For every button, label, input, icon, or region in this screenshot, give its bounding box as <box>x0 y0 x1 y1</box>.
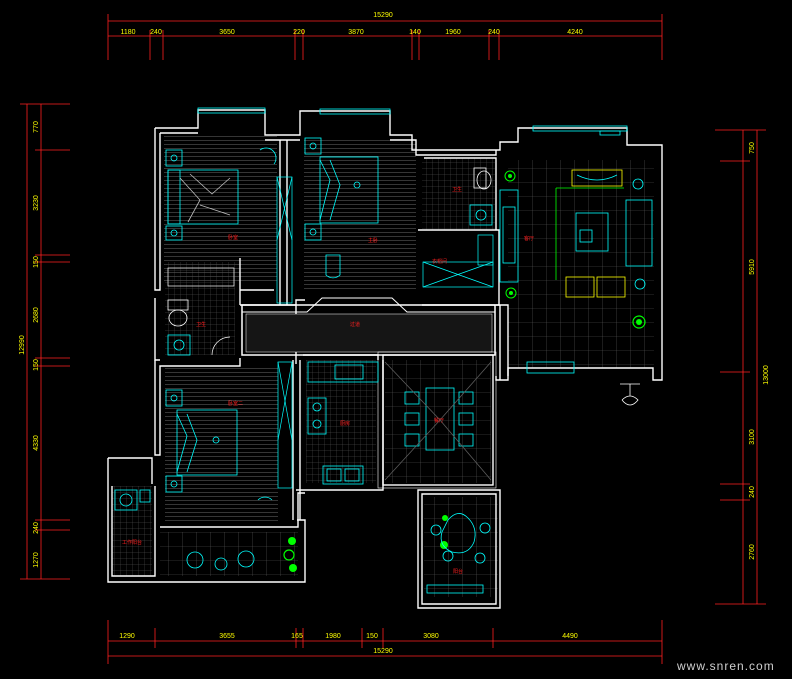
svg-text:2680: 2680 <box>33 307 40 323</box>
svg-text:140: 140 <box>409 29 421 36</box>
svg-text:750: 750 <box>749 142 756 154</box>
svg-text:1180: 1180 <box>120 29 135 36</box>
label-corridor: 过道 <box>350 321 360 328</box>
dim-bottom-total: 15290 <box>373 648 393 655</box>
svg-text:150: 150 <box>366 633 378 640</box>
bed-icon <box>165 147 277 241</box>
wardrobe-1 <box>276 176 293 304</box>
svg-text:2760: 2760 <box>749 544 756 560</box>
dim-right-total: 13000 <box>763 365 770 385</box>
sink-icon <box>167 334 191 356</box>
dimension-right <box>715 129 766 605</box>
living-floor <box>508 160 654 368</box>
label-cloakroom: 衣帽间 <box>432 258 447 265</box>
label-balcony: 阳台 <box>453 568 463 575</box>
svg-text:4490: 4490 <box>562 633 578 640</box>
terrace-floor <box>160 532 298 576</box>
svg-text:150: 150 <box>33 359 40 371</box>
svg-text:770: 770 <box>33 121 40 133</box>
dimension-left <box>20 103 70 580</box>
svg-text:1980: 1980 <box>325 633 341 640</box>
svg-text:4330: 4330 <box>33 435 40 451</box>
label-dining: 餐厅 <box>434 417 444 424</box>
dim-top-total: 15290 <box>373 12 393 19</box>
svg-text:220: 220 <box>293 29 305 36</box>
wardrobe-2 <box>277 361 293 489</box>
label-bedroom-3: 卧室二 <box>228 400 243 407</box>
dimension-left-text: 12990 770 3230 150 2680 150 4330 240 127… <box>19 121 40 568</box>
label-bathroom-1: 卫生 <box>196 321 206 328</box>
label-living: 客厅 <box>524 235 534 242</box>
dimension-right-text: 13000 750 5910 3100 240 2760 <box>749 142 770 560</box>
svg-text:240: 240 <box>150 29 162 36</box>
svg-text:3650: 3650 <box>219 29 235 36</box>
svg-text:1290: 1290 <box>119 633 135 640</box>
svg-text:165: 165 <box>291 633 303 640</box>
corridor-wall <box>241 304 496 356</box>
kitchen-floor <box>306 360 376 483</box>
dim-left-total: 12990 <box>19 335 26 355</box>
dimension-bottom <box>107 620 663 664</box>
label-utility: 工作阳台 <box>122 539 142 546</box>
dimension-top <box>107 14 663 60</box>
bed-icon <box>165 389 273 501</box>
dimension-top-text: 15290 1180 240 3650 220 3870 140 1960 24… <box>120 12 582 36</box>
dimension-bottom-text: 15290 1290 3655 165 1980 150 3080 4490 <box>119 633 578 655</box>
bathroom-1-floor <box>165 262 235 355</box>
stove-icon <box>307 361 379 485</box>
svg-text:3870: 3870 <box>348 29 364 36</box>
svg-text:4240: 4240 <box>567 29 583 36</box>
toilet-icon <box>473 167 492 190</box>
label-bathroom-2: 卫生 <box>452 186 462 193</box>
svg-text:240: 240 <box>488 29 500 36</box>
floor-fills <box>112 136 654 597</box>
svg-text:3080: 3080 <box>423 633 439 640</box>
bed-icon <box>304 137 379 279</box>
svg-text:1270: 1270 <box>33 552 40 568</box>
bedroom-3-floor <box>165 365 278 523</box>
svg-text:240: 240 <box>749 486 756 498</box>
cloakroom-shelves <box>422 234 494 288</box>
bedroom-1-floor <box>164 136 277 283</box>
svg-text:3100: 3100 <box>749 429 756 445</box>
balcony-floor <box>424 497 498 597</box>
svg-text:1960: 1960 <box>445 29 461 36</box>
bathroom-2-floor <box>422 158 495 230</box>
toilet-icon <box>167 299 189 327</box>
sink-icon <box>469 204 493 226</box>
svg-text:5910: 5910 <box>749 259 756 275</box>
svg-text:240: 240 <box>33 522 40 534</box>
washing-machine-icon <box>114 489 151 511</box>
label-kitchen: 厨房 <box>340 420 350 427</box>
windows <box>197 107 628 594</box>
dining-table-icon <box>384 361 492 481</box>
balcony-table <box>430 513 491 564</box>
bedroom-2-floor <box>304 137 416 290</box>
sofa-icon <box>565 169 626 298</box>
svg-text:3230: 3230 <box>33 195 40 211</box>
label-bedroom-2: 主卧 <box>368 237 378 244</box>
terrace-chairs <box>186 550 255 571</box>
svg-text:3655: 3655 <box>219 633 235 640</box>
watermark: www.snren.com <box>676 659 775 673</box>
svg-text:150: 150 <box>33 256 40 268</box>
living-furniture <box>499 178 653 406</box>
room-labels: 卧室 主卧 卫生 卫生 衣帽间 过道 客厅 厨房 餐厅 卧室二 工作阳台 阳台 <box>122 186 534 575</box>
label-bedroom-1: 卧室 <box>228 234 238 241</box>
